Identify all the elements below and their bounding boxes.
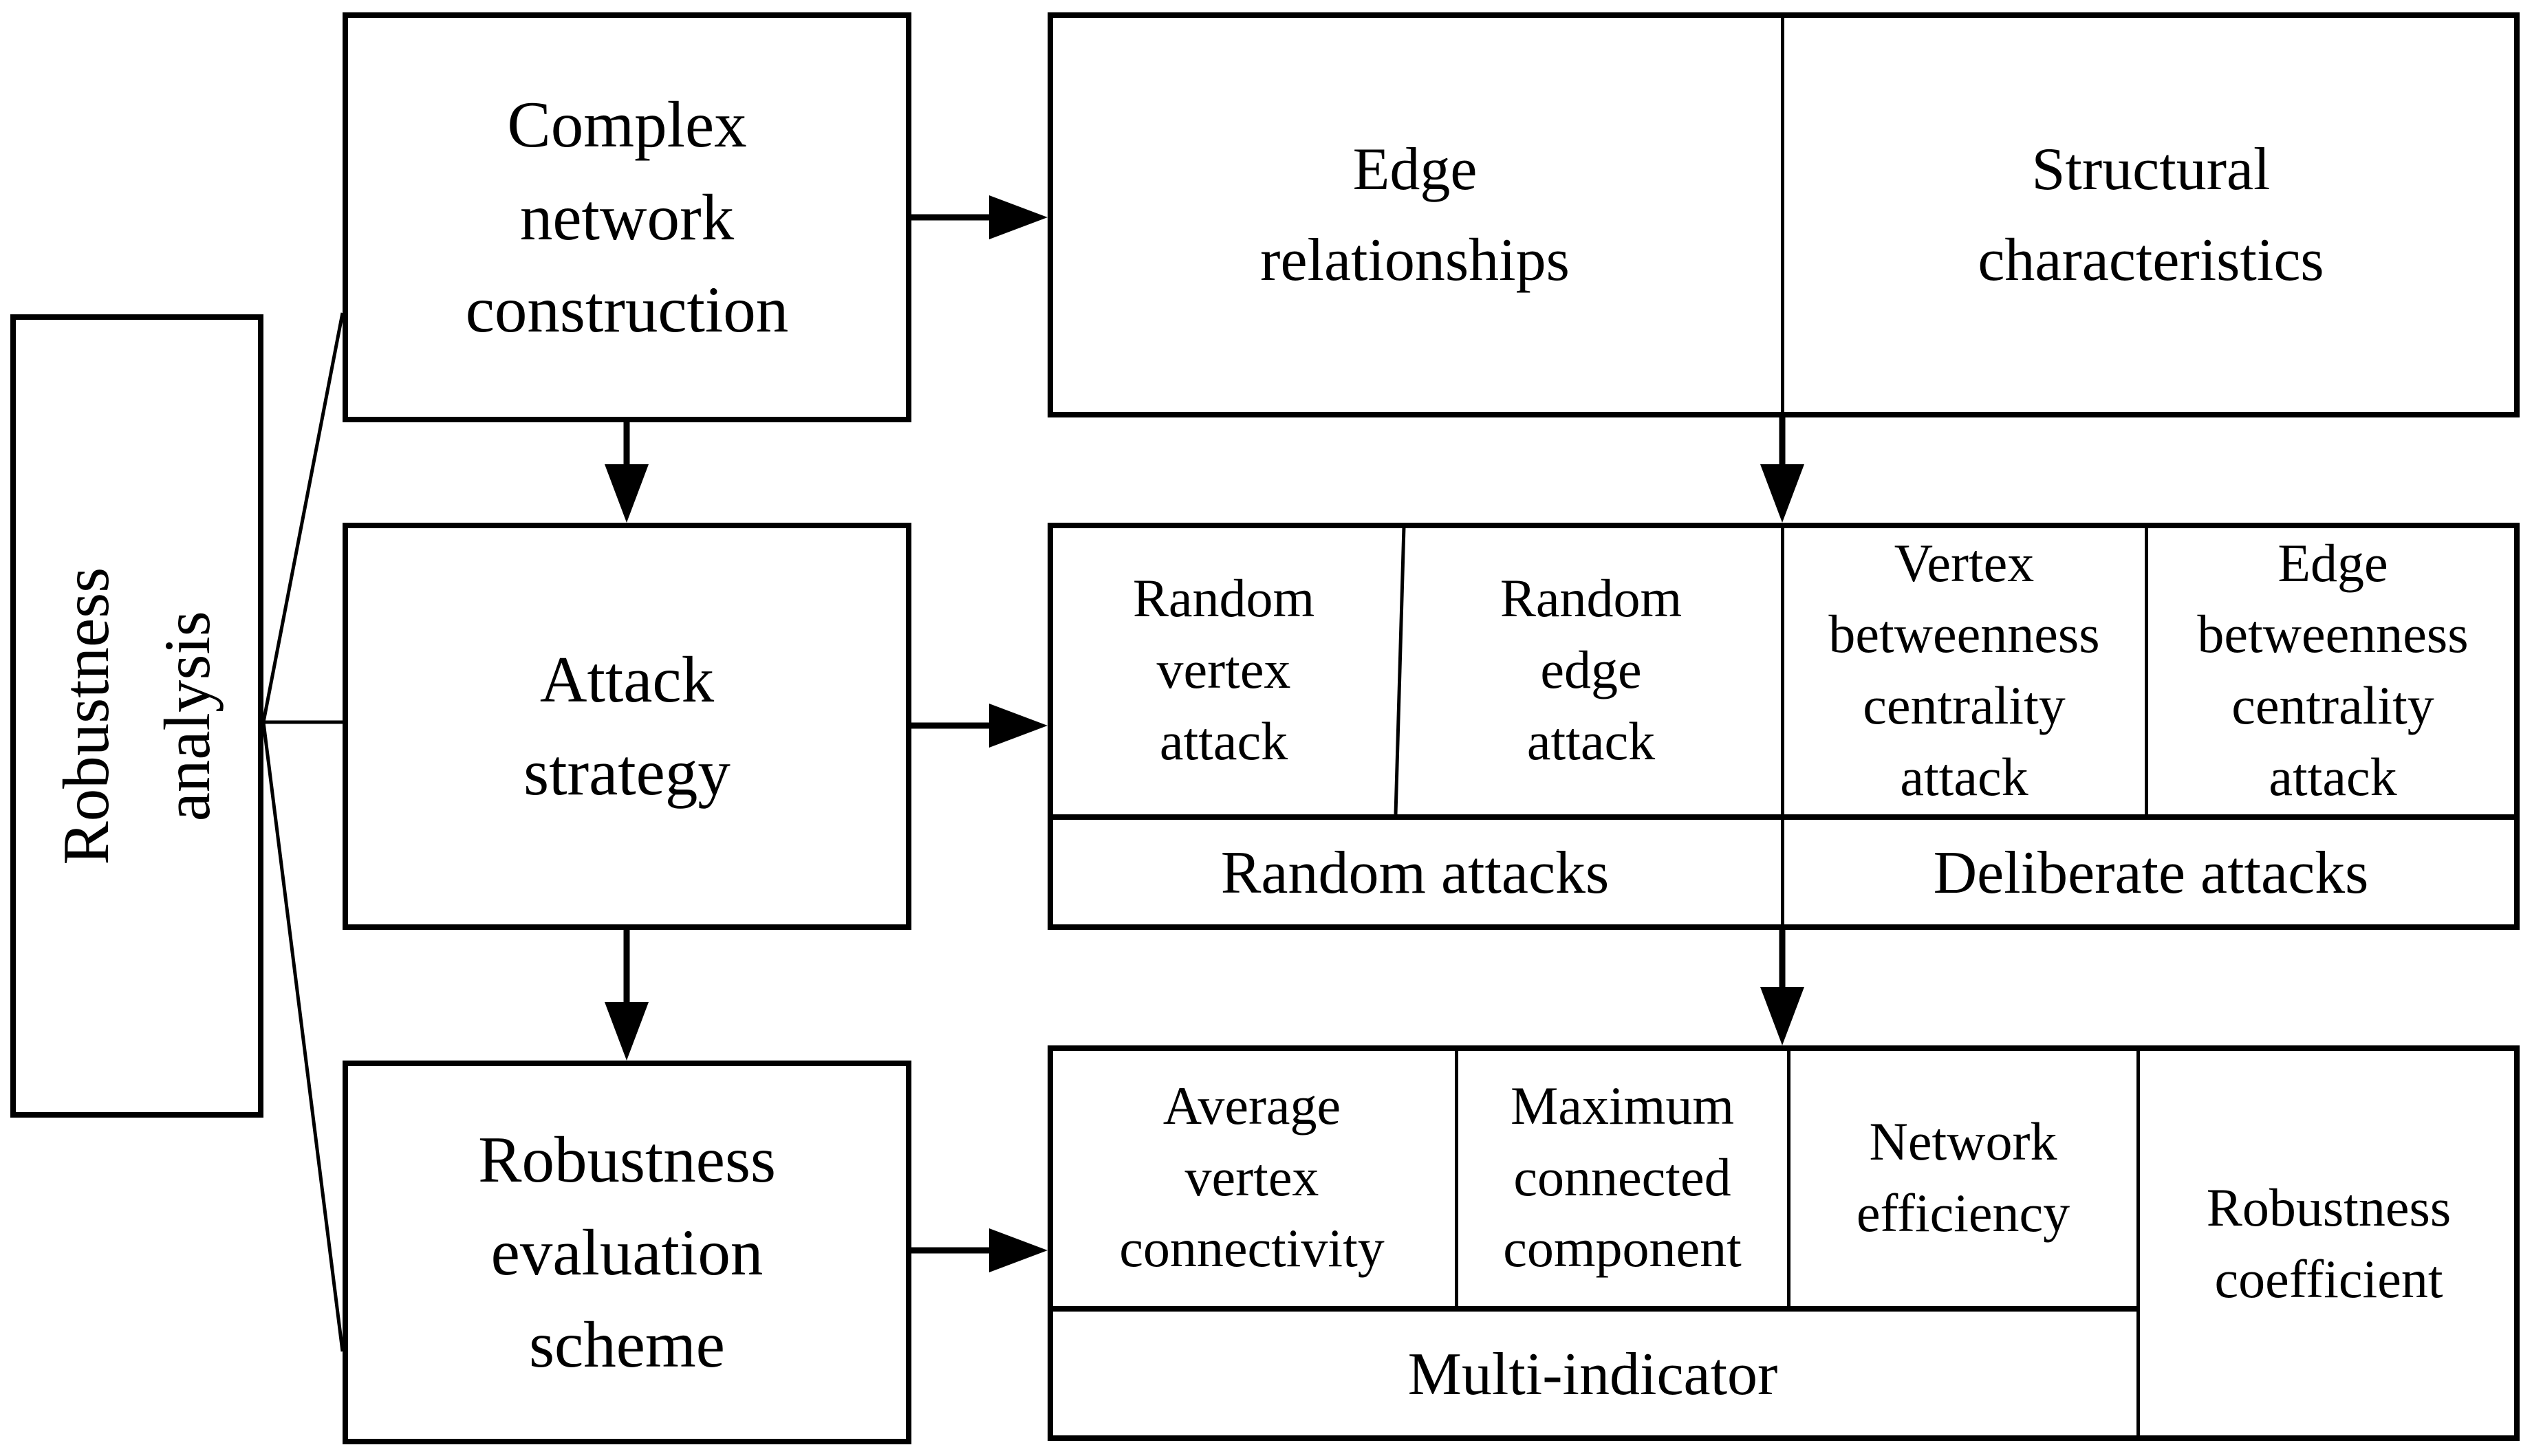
divider-attack-c3c4: [2145, 528, 2148, 814]
arrow-complex-to-attack: [605, 422, 649, 523]
network-efficiency-cell: Network efficiency: [1856, 1111, 2070, 1243]
arrow-attack-to-attack-types: [911, 704, 1048, 748]
divider-attack-c1c2: [1394, 526, 1406, 815]
arrow-attack-types-to-indicators: [1760, 930, 1804, 1045]
arrow-outputs-to-attack-types: [1760, 417, 1804, 523]
average-vertex-connectivity-cell: Average vertex connectivity: [1119, 1075, 1385, 1279]
divider-indicators-c1c2: [1455, 1051, 1458, 1306]
random-vertex-attack-cell: Random vertex attack: [1132, 568, 1315, 771]
arrow-evaluation-to-indicators: [911, 1228, 1048, 1272]
edge-relationships-cell: Edge relationships: [1260, 135, 1570, 294]
edge-betweenness-centrality-attack-cell: Edge betweenness centrality attack: [2197, 532, 2469, 807]
fan-line-to-evaluation-scheme: [261, 721, 345, 1352]
complex-network-construction-label: Complex network construction: [465, 87, 789, 347]
arrow-complex-to-outputs: [911, 195, 1048, 239]
divider-attack-center: [1781, 528, 1784, 924]
box-robustness-analysis: Robustness analysis: [10, 314, 263, 1118]
fan-line-to-complex-network: [261, 312, 345, 723]
robustness-evaluation-scheme-label: Robustness evaluation scheme: [478, 1122, 776, 1382]
vertex-betweenness-centrality-attack-cell: Vertex betweenness centrality attack: [1828, 532, 2100, 807]
robustness-coefficient-cell: Robustness coefficient: [2206, 1177, 2452, 1309]
random-edge-attack-cell: Random edge attack: [1500, 568, 1682, 771]
arrow-attack-to-evaluation: [605, 930, 649, 1061]
random-attacks-cell: Random attacks: [1220, 839, 1610, 906]
box-robustness-evaluation-scheme: [343, 1061, 911, 1444]
box-attack-strategy: [343, 523, 911, 930]
structural-characteristics-cell: Structural characteristics: [1978, 135, 2324, 294]
divider-indicator-row: [1051, 1306, 2138, 1312]
divider-indicators-c3c4: [2136, 1051, 2140, 1435]
divider-outputs: [1781, 18, 1784, 412]
deliberate-attacks-cell: Deliberate attacks: [1933, 839, 2369, 906]
box-evaluation-indicators: [1048, 1045, 2520, 1441]
multi-indicator-cell: Multi-indicator: [1407, 1340, 1778, 1408]
attack-strategy-label: Attack strategy: [523, 643, 731, 809]
divider-indicators-c2c3: [1787, 1051, 1790, 1306]
box-complex-network-construction: [343, 12, 911, 422]
maximum-connected-component-cell: Maximum connected component: [1503, 1075, 1742, 1279]
